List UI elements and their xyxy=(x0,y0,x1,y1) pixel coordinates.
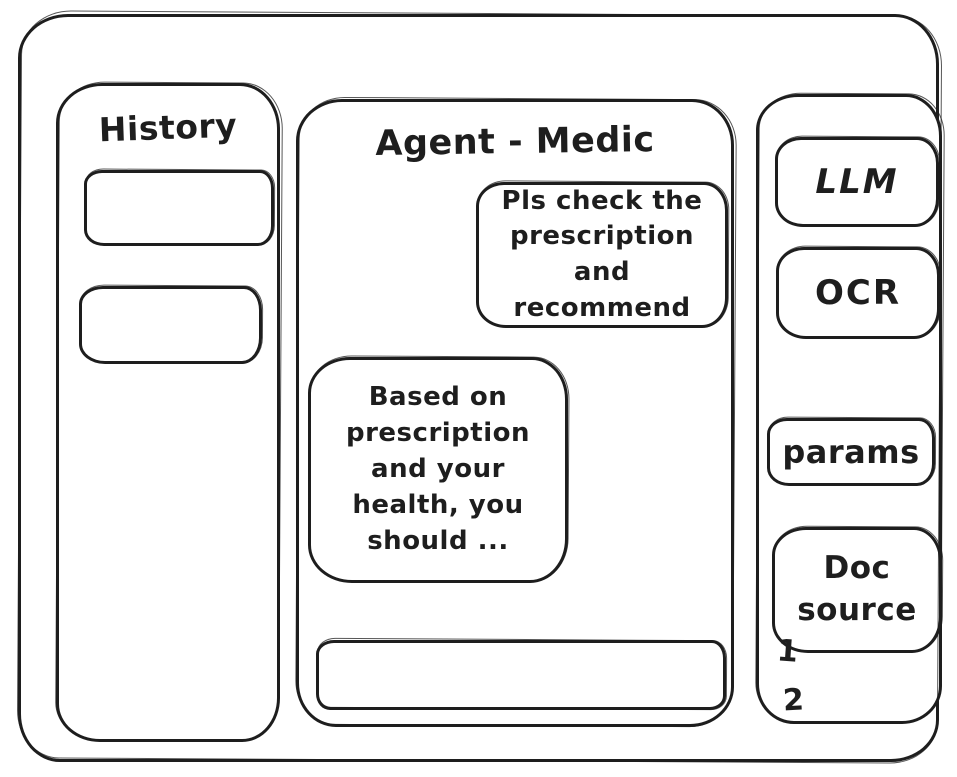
app-window: History Agent - Medic Pls check the pres… xyxy=(18,14,942,762)
chat-input[interactable] xyxy=(319,643,723,707)
history-item[interactable] xyxy=(84,170,274,246)
tool-button-doc-source[interactable]: Doc source xyxy=(772,527,942,653)
doc-source-item[interactable]: 2 xyxy=(782,682,806,719)
tool-button-ocr[interactable]: OCR xyxy=(776,247,940,339)
chat-panel: Agent - Medic Pls check the prescription… xyxy=(296,99,734,727)
tool-button-llm[interactable]: LLM xyxy=(775,137,939,227)
history-item[interactable] xyxy=(79,286,262,364)
chat-title: Agent - Medic xyxy=(375,120,655,164)
doc-source-item[interactable]: 1 xyxy=(775,633,800,670)
history-title: History xyxy=(98,105,238,150)
tools-panel: LLM OCR params Doc source 1 2 xyxy=(756,94,942,724)
tool-button-params[interactable]: params xyxy=(767,418,935,486)
chat-input-box[interactable] xyxy=(316,640,726,710)
history-panel: History xyxy=(56,83,280,742)
user-message-bubble: Pls check the prescription and recommend xyxy=(476,182,728,328)
assistant-message-bubble: Based on prescription and your health, y… xyxy=(308,357,568,583)
